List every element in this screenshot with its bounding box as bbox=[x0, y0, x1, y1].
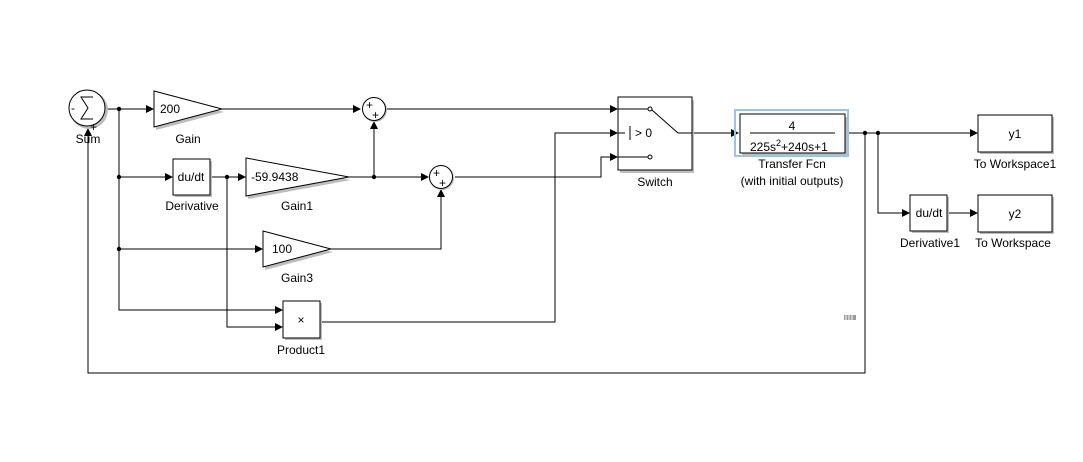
sum-label: Sum bbox=[76, 132, 101, 146]
workspace1-var: y1 bbox=[1009, 127, 1022, 141]
switch-icon bbox=[618, 106, 692, 160]
sum-mid-block[interactable]: + + bbox=[429, 165, 455, 191]
gain1-label: Gain1 bbox=[281, 199, 313, 213]
grip-icon[interactable] bbox=[844, 315, 856, 320]
multiply-icon: × bbox=[297, 313, 304, 327]
to-workspace1-block[interactable]: y1 To Workspace1 bbox=[974, 114, 1057, 171]
gain3-block[interactable]: 100 Gain3 bbox=[262, 230, 333, 285]
wire-gain3-to-summid[interactable] bbox=[331, 193, 442, 250]
derivative-text: du/dt bbox=[178, 170, 205, 184]
switch-block[interactable]: > 0 Switch bbox=[617, 96, 694, 189]
to-workspace-block[interactable]: y2 To Workspace bbox=[975, 194, 1054, 250]
sigma-icon bbox=[80, 96, 93, 120]
wire-feedback[interactable] bbox=[87, 132, 866, 374]
wire-derivative-to-product1[interactable] bbox=[226, 177, 278, 328]
gain-block[interactable]: 200 Gain bbox=[153, 90, 224, 146]
derivative1-label: Derivative1 bbox=[900, 236, 960, 250]
tf-numerator: 4 bbox=[789, 119, 796, 133]
branch-points bbox=[116, 106, 881, 252]
wire-product1-to-switch[interactable] bbox=[320, 132, 614, 323]
sum-minus-sign: - bbox=[71, 101, 75, 115]
summid-sign1: + bbox=[433, 166, 440, 180]
gain3-label: Gain3 bbox=[281, 271, 313, 285]
derivative-label: Derivative bbox=[165, 199, 219, 213]
product1-label: Product1 bbox=[277, 343, 325, 357]
derivative-block[interactable]: du/dt Derivative bbox=[165, 158, 219, 213]
transfer-fcn-block[interactable]: 4 225s2+240s+1 Transfer Fcn (with initia… bbox=[734, 109, 849, 188]
switch-label: Switch bbox=[637, 175, 672, 189]
product1-block[interactable]: × Product1 bbox=[277, 300, 325, 357]
tf-label-line1: Transfer Fcn bbox=[758, 157, 826, 171]
wire-summid-to-switch[interactable] bbox=[455, 156, 614, 178]
gain1-value: -59.9438 bbox=[251, 170, 299, 184]
switch-threshold: > 0 bbox=[635, 126, 652, 140]
gain3-value: 100 bbox=[272, 242, 292, 256]
tf-denominator: 225s2+240s+1 bbox=[750, 138, 828, 154]
tf-label-line2: (with initial outputs) bbox=[741, 174, 844, 188]
workspace-label: To Workspace bbox=[975, 236, 1051, 250]
sum-plus-sign: + bbox=[90, 120, 97, 134]
gain-value: 200 bbox=[160, 102, 180, 116]
summid-sign2: + bbox=[439, 176, 446, 190]
sumtop-sign1: + bbox=[366, 98, 373, 112]
derivative1-block[interactable]: du/dt Derivative1 bbox=[900, 194, 960, 250]
sumtop-sign2: + bbox=[372, 108, 379, 122]
gain-label: Gain bbox=[175, 132, 200, 146]
derivative1-text: du/dt bbox=[916, 206, 943, 220]
workspace1-label: To Workspace1 bbox=[974, 157, 1057, 171]
sum-top-block[interactable]: + + bbox=[362, 97, 388, 123]
arrowheads bbox=[84, 105, 978, 331]
sum-block[interactable]: - + Sum bbox=[68, 89, 108, 146]
workspace-var: y2 bbox=[1009, 207, 1022, 221]
wire-tf-to-derivative1[interactable] bbox=[877, 133, 906, 214]
gain1-block[interactable]: -59.9438 Gain1 bbox=[245, 157, 351, 213]
